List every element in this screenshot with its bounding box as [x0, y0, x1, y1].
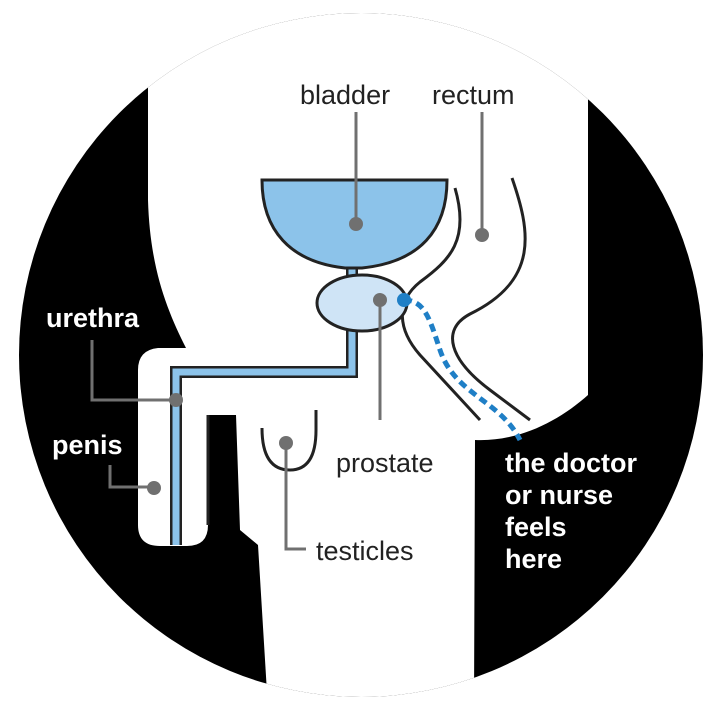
- pointer-urethra: [90, 340, 176, 402]
- body-silhouette: [138, 13, 588, 697]
- pointer-testicles: [284, 443, 306, 551]
- dot-prostate: [373, 293, 387, 307]
- exam-path: [403, 297, 523, 442]
- dot-rectum: [475, 228, 489, 242]
- label-feel-line4: here: [505, 544, 562, 574]
- label-feel-line1: the doctor: [505, 448, 637, 478]
- rectum-inner-wall: [400, 187, 482, 422]
- pointer-dots: [147, 217, 489, 495]
- dot-bladder: [349, 217, 363, 231]
- label-penis: penis: [52, 430, 123, 460]
- testicles-outline: [260, 410, 318, 472]
- dot-urethra: [169, 393, 183, 407]
- pointer-lines: [90, 112, 484, 551]
- rectum-outline: [451, 177, 531, 422]
- label-testicles: testicles: [316, 536, 414, 566]
- label-bladder: bladder: [300, 80, 390, 110]
- label-prostate: prostate: [336, 448, 434, 478]
- label-urethra: urethra: [46, 303, 140, 333]
- dot-penis: [147, 481, 161, 495]
- dot-testicles: [279, 436, 293, 450]
- pointer-penis: [108, 465, 152, 489]
- prostate: [315, 273, 409, 333]
- label-feel-line3: feels: [505, 512, 567, 542]
- label-rectum: rectum: [432, 80, 515, 110]
- label-feel-line2: or nurse: [505, 480, 613, 510]
- exam-point: [397, 293, 411, 307]
